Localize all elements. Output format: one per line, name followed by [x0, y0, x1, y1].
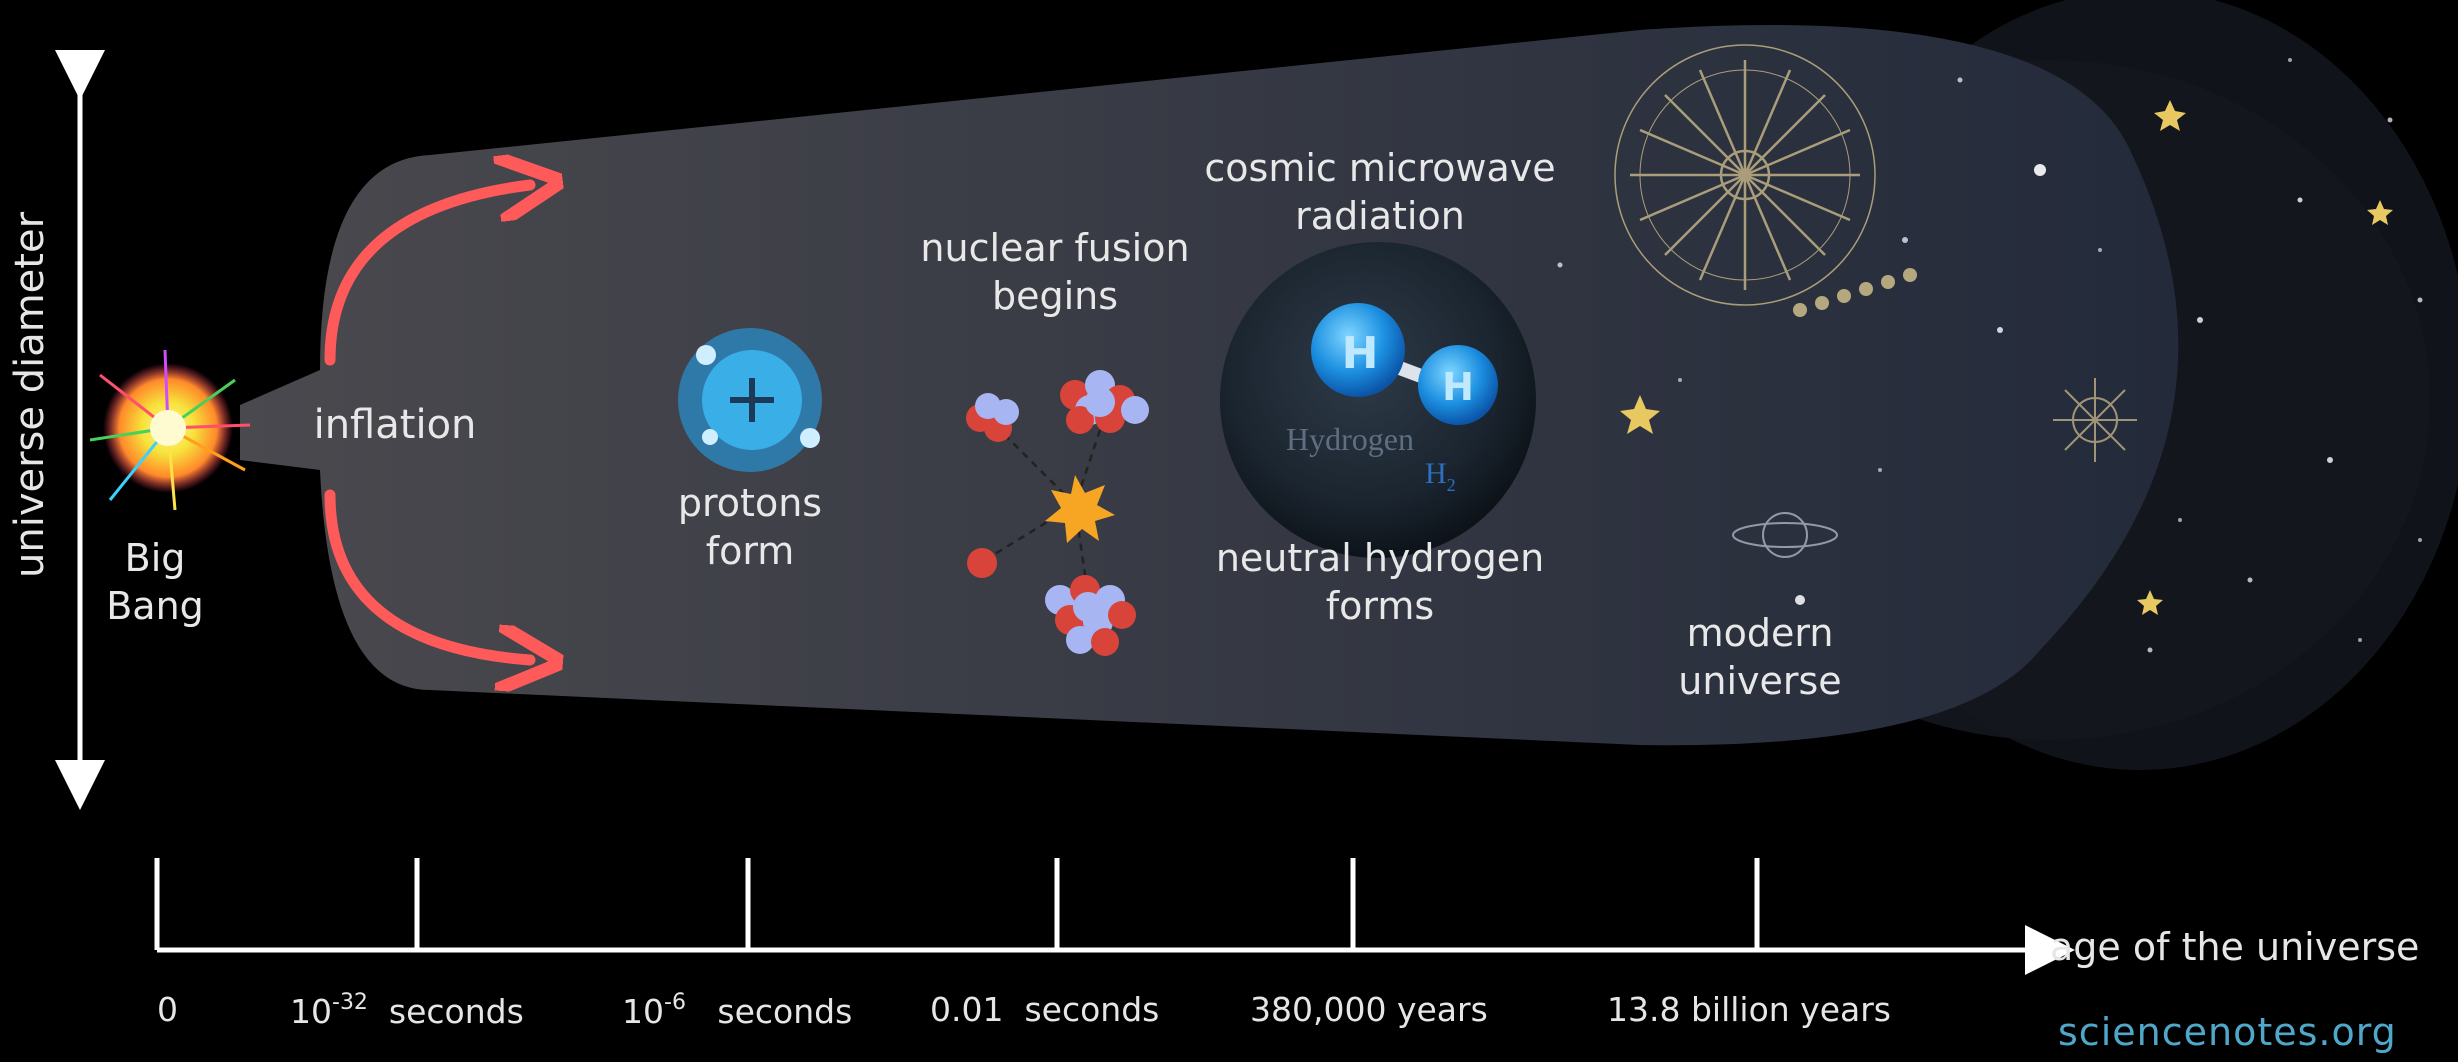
h-atom-symbol-2: H [1442, 365, 1474, 409]
stars [1557, 58, 2423, 653]
gold-star-icons [1620, 100, 2393, 615]
inflation-arrow-down [324, 489, 530, 660]
h2-formula: H2 [1425, 457, 1456, 495]
tick-label-0: 0 [157, 990, 178, 1029]
y-axis-label: universe diameter [7, 211, 53, 578]
planet-icon [1732, 512, 1838, 558]
x-axis-label: age of the universe [2050, 925, 2420, 969]
x-axis [154, 858, 2075, 975]
moon-phases-icon [1793, 268, 1917, 317]
tick-label-5: 13.8 billion years [1607, 990, 1891, 1029]
tick-label-4: 380,000 years [1250, 990, 1488, 1029]
nuclear-fusion-icon [966, 370, 1149, 656]
helium-nucleus-top [1060, 370, 1149, 434]
h-atom-symbol-1: H [1342, 328, 1379, 379]
inflation-label: inflation [313, 402, 477, 448]
tick-label-2: 10-6 seconds [622, 990, 853, 1031]
source-credit: sciencenotes.org [2058, 1010, 2397, 1054]
small-sun-icon [2053, 378, 2137, 462]
tick-label-1: 10-32 seconds [290, 990, 524, 1031]
universe-cone [240, 25, 2179, 746]
zodiac-sun-icon [1614, 44, 1876, 306]
helium-nucleus-bottom [1045, 575, 1136, 656]
hydrogen-caption: Hydrogen [1286, 421, 1414, 457]
proton-icon [678, 328, 822, 472]
tick-label-3: 0.01 seconds [930, 990, 1160, 1029]
big-bang-burst-icon [89, 349, 251, 511]
inflation-arrow-up [324, 185, 530, 366]
hydrogen-molecule-icon: H H Hydrogen H2 [1220, 242, 1536, 558]
